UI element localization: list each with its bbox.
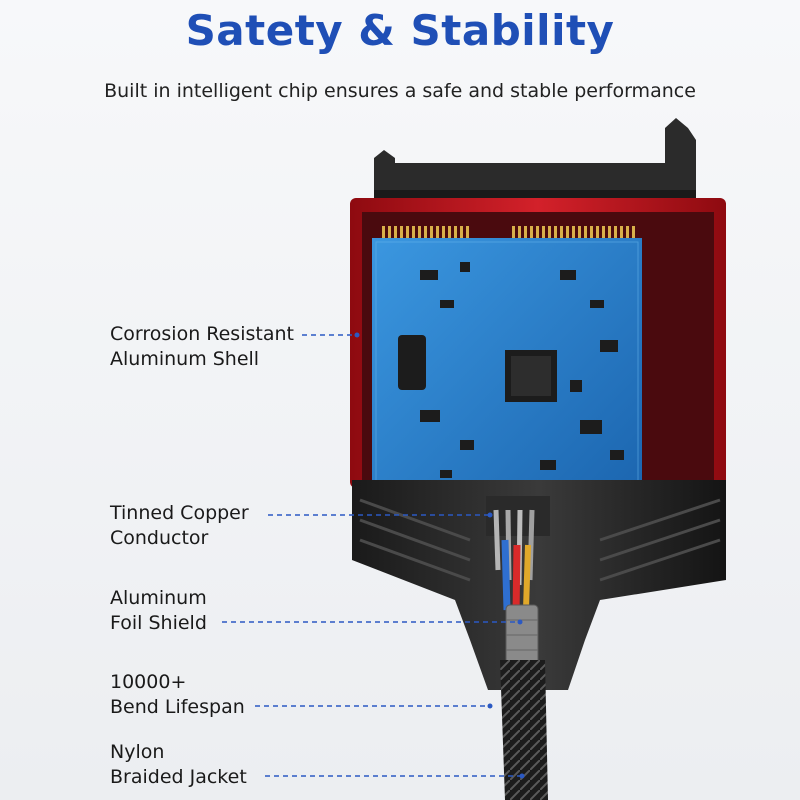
lower-housing [352,480,726,690]
callout-aluminum-shell: Corrosion Resistant Aluminum Shell [110,322,294,372]
callout-foil-shield: Aluminum Foil Shield [110,586,207,636]
callout-braided-jacket: Nylon Braided Jacket [110,740,247,790]
callout-line1: Corrosion Resistant [110,323,294,345]
callout-line2: Aluminum Shell [110,348,260,370]
callout-line1: 10000+ [110,671,187,693]
leader-lines [222,334,520,777]
leader-dots [354,332,525,779]
callout-line1: Nylon [110,741,165,763]
circuit-board [372,238,642,518]
sata-connector [374,118,696,210]
callout-line2: Bend Lifespan [110,696,245,718]
callout-bend-lifespan: 10000+ Bend Lifespan [110,670,245,720]
page-subtitle: Built in intelligent chip ensures a safe… [104,80,696,102]
callout-line1: Tinned Copper [110,502,249,524]
callout-line2: Conductor [110,527,209,549]
cable-internals [486,496,550,666]
callout-copper-conductor: Tinned Copper Conductor [110,501,249,551]
gold-pins [382,226,635,242]
callout-line2: Foil Shield [110,612,207,634]
callout-line1: Aluminum [110,587,207,609]
braided-cable [500,660,548,800]
page-title: Satety & Stability [185,6,615,55]
callout-line2: Braided Jacket [110,766,247,788]
